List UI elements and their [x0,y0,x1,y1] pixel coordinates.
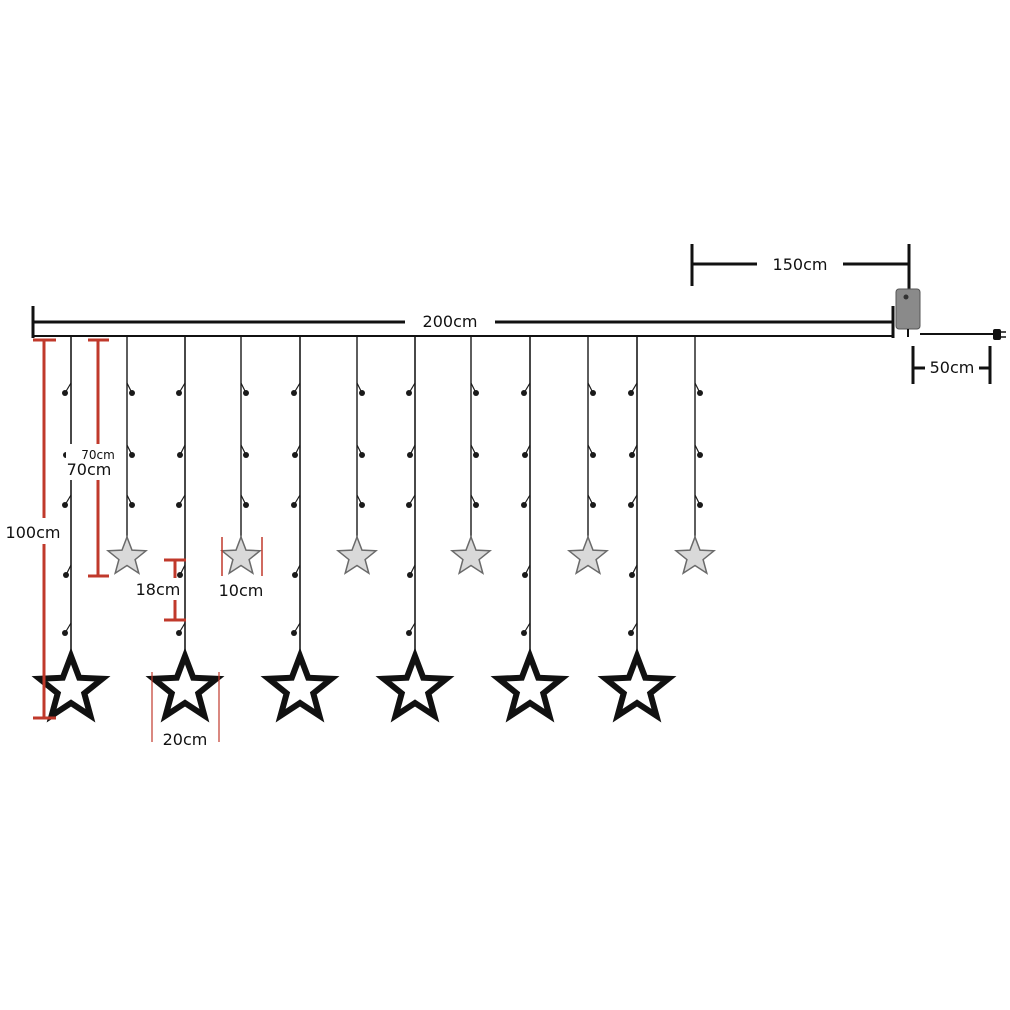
bead-led [406,630,412,636]
bead-led [177,572,183,578]
drop-100-label: 100cm [6,523,61,542]
bead-led [628,630,634,636]
total-width-label: 200cm [423,312,478,331]
large-star-label: 20cm [163,730,208,749]
bead-led [628,390,634,396]
bead-led [291,390,297,396]
bead-led [407,572,413,578]
bead-led [292,452,298,458]
bead-led [590,502,596,508]
bead-led [406,390,412,396]
bead-led [697,502,703,508]
small-star [449,534,493,575]
bead-led [176,630,182,636]
bead-led [62,502,68,508]
bead-led [473,390,479,396]
large-star [597,647,677,723]
large-star [260,647,340,723]
bead-led [473,502,479,508]
bead-spacing-label: 18cm [136,580,181,599]
plug-cable [920,329,1006,340]
bead-led [359,452,365,458]
plug-cable-dimension [911,346,992,384]
controller-box [895,288,921,337]
lead-cable-dimension [690,244,911,290]
bead-led [63,572,69,578]
large-star [490,647,570,723]
small-star [105,534,149,575]
bead-led [243,390,249,396]
bead-led [177,452,183,458]
bead-led [522,572,528,578]
large-star [31,647,111,723]
bead-led [590,452,596,458]
bead-led [129,390,135,396]
small-star-marker [221,537,263,576]
small-star [566,534,610,575]
drop-70-faint-label: 70cm [81,448,115,462]
bead-led [129,452,135,458]
bead-led [406,502,412,508]
bead-led [629,452,635,458]
bead-led [243,452,249,458]
bead-led [473,452,479,458]
bead-led [590,390,596,396]
large-star-marker [151,672,220,742]
drop-70-label: 70cm [67,460,112,479]
bead-led [291,630,297,636]
bead-led [129,502,135,508]
bead-led [359,502,365,508]
small-star-label: 10cm [219,581,264,600]
large-star [145,647,225,723]
bead-led [62,630,68,636]
bead-led [359,390,365,396]
bead-led [697,390,703,396]
plug-cable-label: 50cm [930,358,975,377]
bead-led [521,502,527,508]
bead-led [243,502,249,508]
bead-led [292,572,298,578]
bead-led [176,502,182,508]
bead-led [697,452,703,458]
small-star [673,534,717,575]
lead-cable-label: 150cm [773,255,828,274]
bead-led [407,452,413,458]
bead-led [291,502,297,508]
small-star [335,534,379,575]
strands [31,337,717,723]
bead-led [62,390,68,396]
bead-led [521,630,527,636]
bead-led [629,572,635,578]
main-rail [31,306,895,338]
bead-led [522,452,528,458]
bead-led [628,502,634,508]
large-star [375,647,455,723]
small-star [219,534,263,575]
bead-led [521,390,527,396]
bead-led [176,390,182,396]
